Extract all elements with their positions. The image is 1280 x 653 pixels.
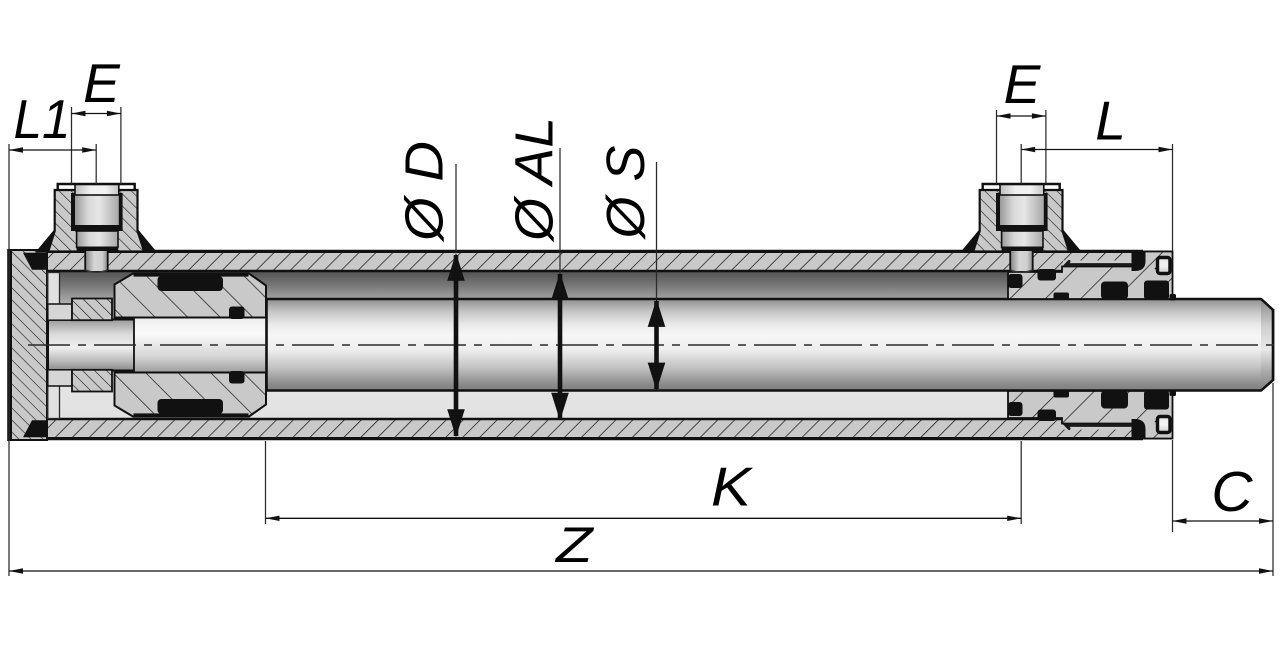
svg-text:Ø AL: Ø AL (505, 117, 565, 243)
svg-text:E: E (1004, 53, 1042, 115)
svg-text:C: C (1211, 460, 1253, 524)
svg-text:K: K (711, 456, 754, 518)
svg-text:Ø S: Ø S (596, 146, 656, 241)
svg-text:L: L (1095, 90, 1126, 152)
svg-text:Z: Z (555, 517, 594, 573)
svg-text:L1: L1 (14, 88, 71, 150)
svg-text:Ø D: Ø D (395, 141, 455, 243)
svg-text:E: E (83, 52, 121, 114)
